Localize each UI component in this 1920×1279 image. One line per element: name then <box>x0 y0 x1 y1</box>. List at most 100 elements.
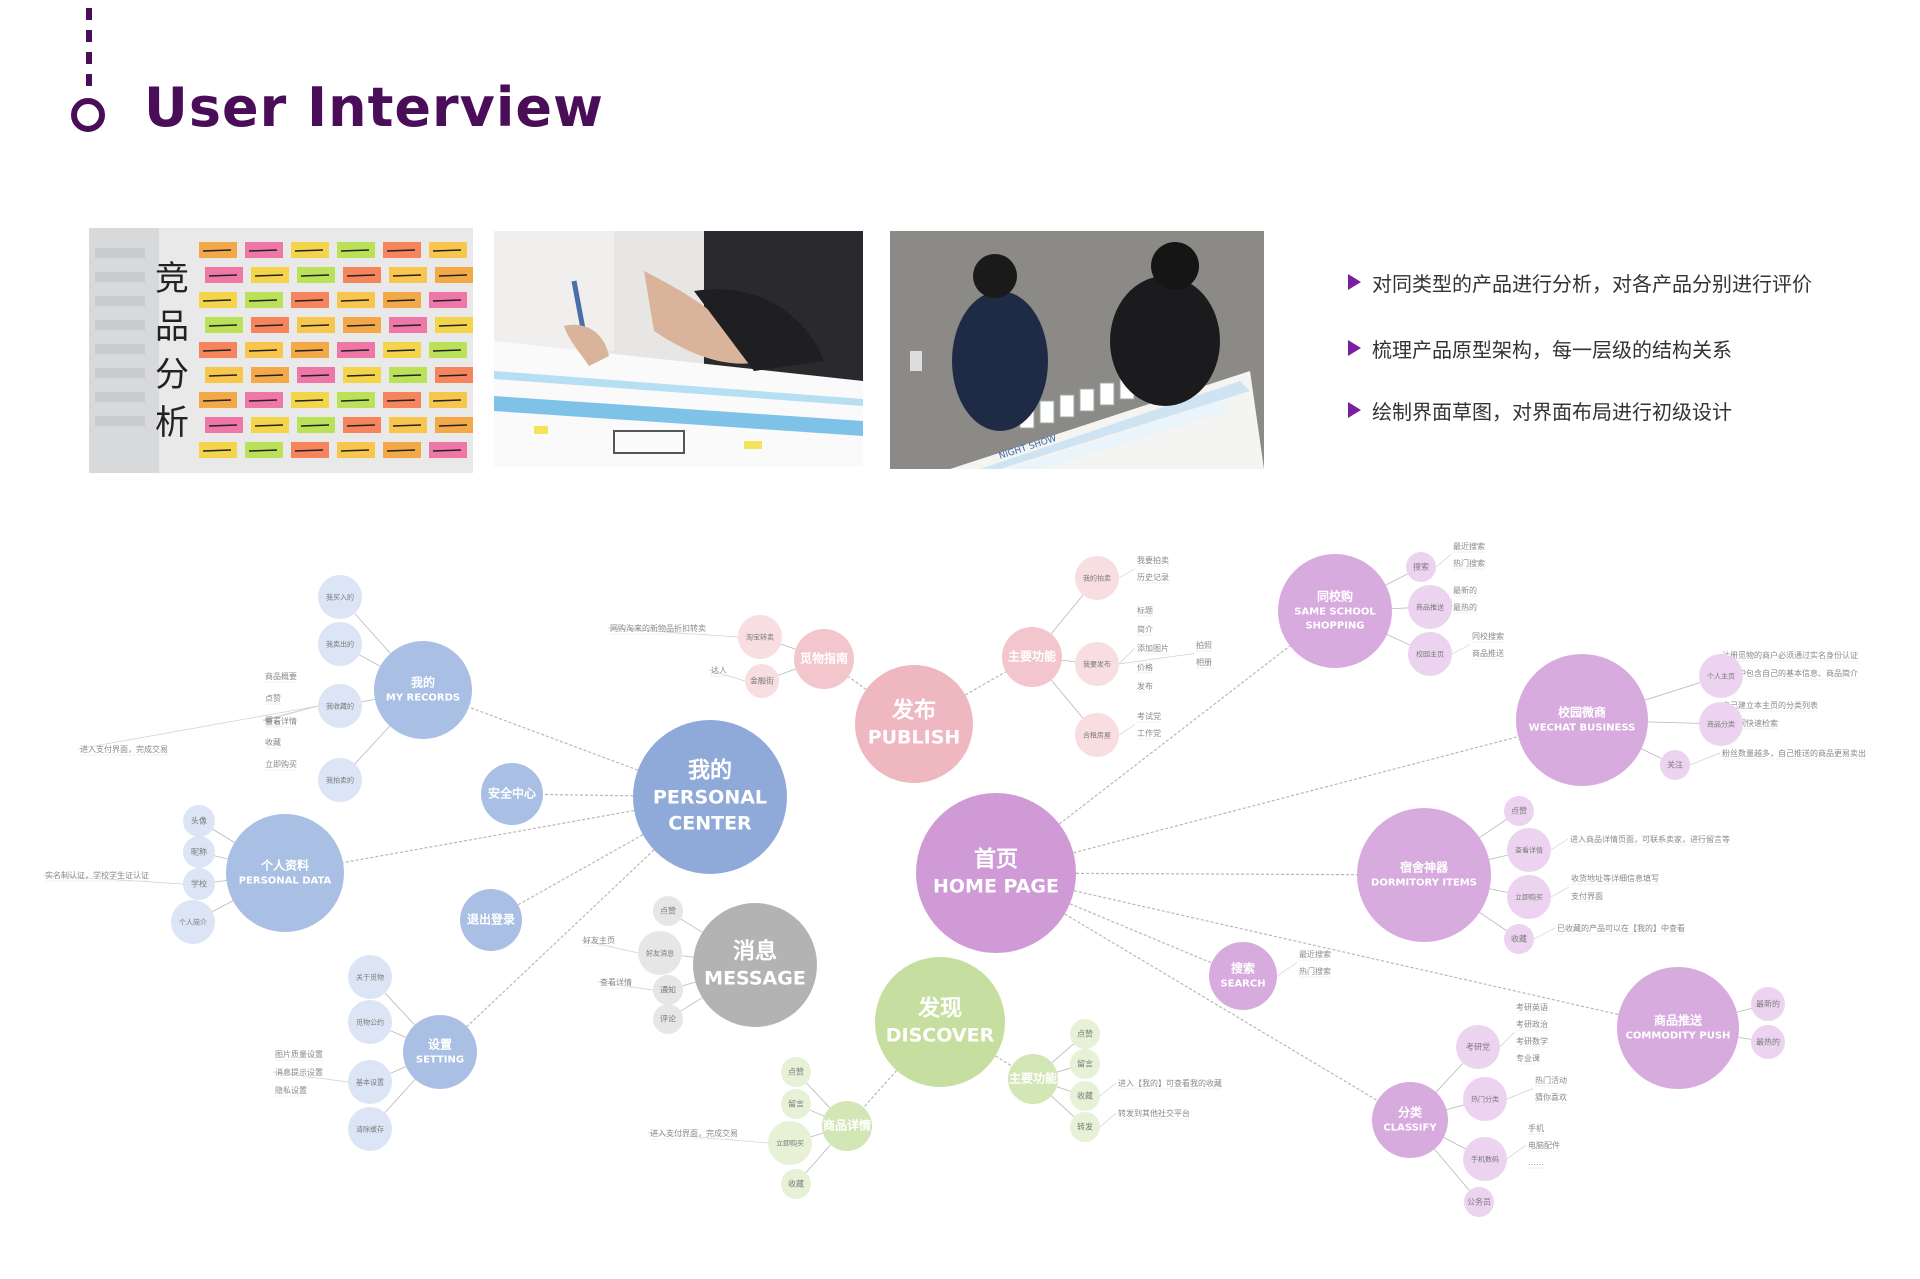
mindmap-edge <box>806 1082 831 1109</box>
mindmap-node-classify: 分类 CLASSIFY <box>1372 1082 1448 1158</box>
note-connector <box>1689 752 1721 766</box>
mindmap-edge <box>680 918 703 933</box>
node-circle <box>1507 828 1551 872</box>
node-label: 同校购 <box>1317 589 1353 604</box>
title-dash-1 <box>86 8 92 20</box>
node-label: 公务员 <box>1467 1197 1491 1207</box>
sticky-caption-2: 品 <box>155 307 189 347</box>
node-circle <box>1075 556 1119 600</box>
node-circle <box>460 889 522 951</box>
mindmap-edge <box>390 1066 407 1074</box>
node-label: CLASSIFY <box>1383 1123 1437 1134</box>
node-label: 我的 <box>411 675 435 690</box>
mindmap-edge <box>517 834 644 906</box>
mindmap-edge <box>214 880 227 883</box>
node-circle <box>653 975 683 1005</box>
mindmap-edge <box>1479 819 1507 838</box>
note-text: 手机 <box>1528 1123 1544 1133</box>
node-label: 觅物指南 <box>800 651 848 666</box>
mindmap-note-group: 进入【我的】可查看我的收藏 <box>1099 1078 1222 1097</box>
mindmap-node-w2: 商品分类 <box>1699 702 1743 746</box>
node-circle <box>1464 1187 1494 1217</box>
note-connector <box>77 705 319 750</box>
node-label: COMMODITY PUSH <box>1626 1031 1731 1042</box>
note-text: 好友主页 <box>583 935 615 945</box>
node-circle <box>1075 713 1119 757</box>
note-text: 注册觅物的商户必须通过实名身份认证 <box>1722 650 1858 660</box>
mindmap-node-f2: 我要发布 <box>1075 642 1119 686</box>
title-dash-4 <box>86 74 92 86</box>
mindmap-node-g1: 淘宝转卖 <box>738 615 782 659</box>
mindmap-note-group: 手机电脑配件…… <box>1506 1123 1560 1169</box>
note-text: 收货地址等详细信息填写 <box>1571 873 1659 883</box>
note-text: 转发到其他社交平台 <box>1118 1108 1190 1118</box>
mindmap-edge <box>542 793 634 797</box>
mindmap-edge <box>384 1079 416 1113</box>
note-text: 消息提示设置 <box>275 1067 323 1077</box>
mindmap-edge <box>680 997 703 1012</box>
node-circle <box>1278 554 1392 668</box>
mindmap-edge <box>1738 1036 1752 1040</box>
node-circle <box>1070 1019 1100 1049</box>
node-circle <box>1008 1054 1058 1104</box>
node-label: 点赞 <box>1511 806 1527 816</box>
sticky-notes-wall-photo: 竞 品 分 析 <box>89 228 473 473</box>
triangle-bullet-icon <box>1348 274 1361 290</box>
note-text: 主页中包含自己的基本信息、商品简介 <box>1722 668 1858 678</box>
mindmap-node-p1: 最新的 <box>1751 987 1785 1021</box>
node-label: 个人简介 <box>179 918 207 927</box>
mindmap-node-dd1: 点赞 <box>781 1057 811 1087</box>
mindmap-edge <box>361 698 375 703</box>
node-label: 我拍卖的 <box>326 776 354 785</box>
mindmap-node-s3: 基本设置 <box>348 1060 392 1104</box>
sticky-caption-3: 分 <box>155 355 189 395</box>
node-label: 个人资料 <box>260 858 309 873</box>
note-text: 关键词快速检索 <box>1722 718 1778 728</box>
mindmap-node-r1: 我买入的 <box>318 575 362 619</box>
mindmap-node-d4: 转发 <box>1070 1112 1100 1142</box>
mindmap-edge <box>1061 659 1076 663</box>
note-text: 工作党 <box>1137 728 1161 738</box>
mindmap-node-d3: 收藏 <box>1070 1081 1100 1111</box>
node-label: PUBLISH <box>868 727 961 749</box>
node-label: 基本设置 <box>356 1078 384 1087</box>
node-label: 点赞 <box>1077 1029 1093 1039</box>
node-circle <box>1504 924 1534 954</box>
mindmap-edge <box>390 1030 407 1038</box>
node-circle <box>855 665 973 783</box>
mindmap-node-pdata: 个人资料 PERSONAL DATA <box>226 814 344 932</box>
node-label: 退出登录 <box>467 912 515 927</box>
node-label: 搜索 <box>1413 562 1429 572</box>
note-text: 最热的 <box>1453 602 1477 612</box>
node-label: 最热的 <box>1756 1037 1780 1047</box>
note-text: 进入支付界面，完成交易 <box>650 1128 738 1138</box>
mindmap-edge <box>1391 607 1409 610</box>
note-connector <box>1506 1088 1534 1100</box>
note-text: 热门搜索 <box>1453 558 1485 568</box>
mindmap-edge <box>1385 573 1408 586</box>
node-label: SEARCH <box>1220 979 1265 990</box>
node-label: PERSONAL DATA <box>239 876 332 887</box>
sticky-caption-4: 析 <box>155 403 189 443</box>
mindmap-edge <box>1644 682 1701 701</box>
node-label: 我的拍卖 <box>1083 574 1111 583</box>
node-circle <box>693 903 817 1027</box>
mindmap-edge <box>359 654 381 667</box>
node-circle <box>403 1015 477 1089</box>
mindmap-node-w1: 个人主页 <box>1699 654 1743 698</box>
node-label: 金融街 <box>750 676 774 686</box>
title-dash-2 <box>86 30 92 42</box>
mindmap-node-guide: 觅物指南 <box>794 629 854 689</box>
note-text: 考试党 <box>1137 711 1161 721</box>
node-label: 分类 <box>1398 1105 1423 1120</box>
mindmap-edge <box>384 992 416 1026</box>
node-circle <box>1463 1137 1507 1181</box>
mindmap-note-group: 查看详情 <box>262 705 319 728</box>
mindmap-node-m4: 评论 <box>653 1004 683 1034</box>
note-text: 商品概要 <box>265 671 297 681</box>
mindmap-note-group: 已收藏的产品可以在【我的】中查看 <box>1533 923 1685 940</box>
mindmap-node-dfunc: 主要功能 <box>1008 1054 1058 1104</box>
